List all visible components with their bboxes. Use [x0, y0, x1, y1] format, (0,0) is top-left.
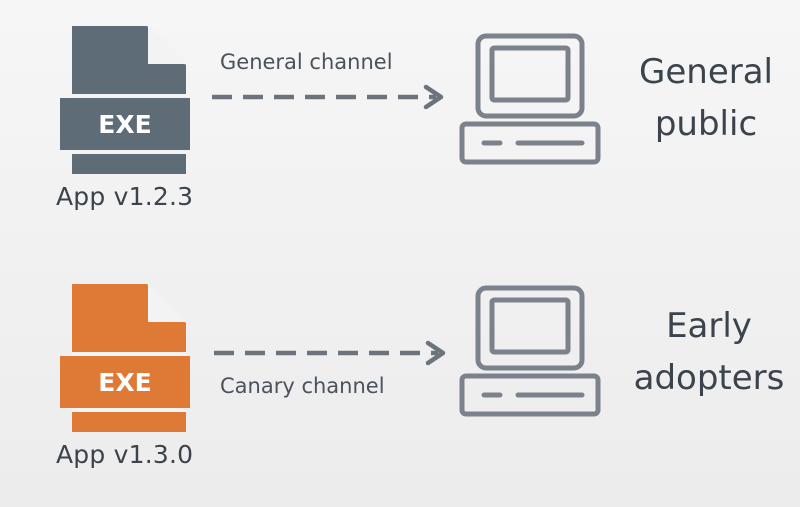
computer-icon	[456, 32, 604, 168]
general-channel-label: General channel	[220, 50, 393, 74]
dashed-arrow-icon	[212, 338, 452, 368]
audience-line-1: Early	[666, 306, 752, 346]
computer-icon	[456, 284, 604, 420]
general-public-label: General public	[622, 46, 790, 150]
canary-channel-label: Canary channel	[220, 374, 385, 398]
exe-file-icon-gray: EXE	[60, 26, 190, 174]
exe-file-icon-orange: EXE	[60, 284, 190, 432]
exe-badge-text: EXE	[98, 110, 151, 139]
app-version-label: App v1.3.0	[56, 440, 194, 469]
audience-line-2: public	[654, 104, 758, 144]
audience-line-2: adopters	[633, 358, 785, 398]
exe-badge-text: EXE	[98, 368, 151, 397]
dashed-arrow-icon	[210, 82, 450, 112]
audience-line-1: General	[639, 52, 773, 92]
app-version-label: App v1.2.3	[56, 182, 194, 211]
early-adopters-label: Early adopters	[622, 300, 796, 404]
